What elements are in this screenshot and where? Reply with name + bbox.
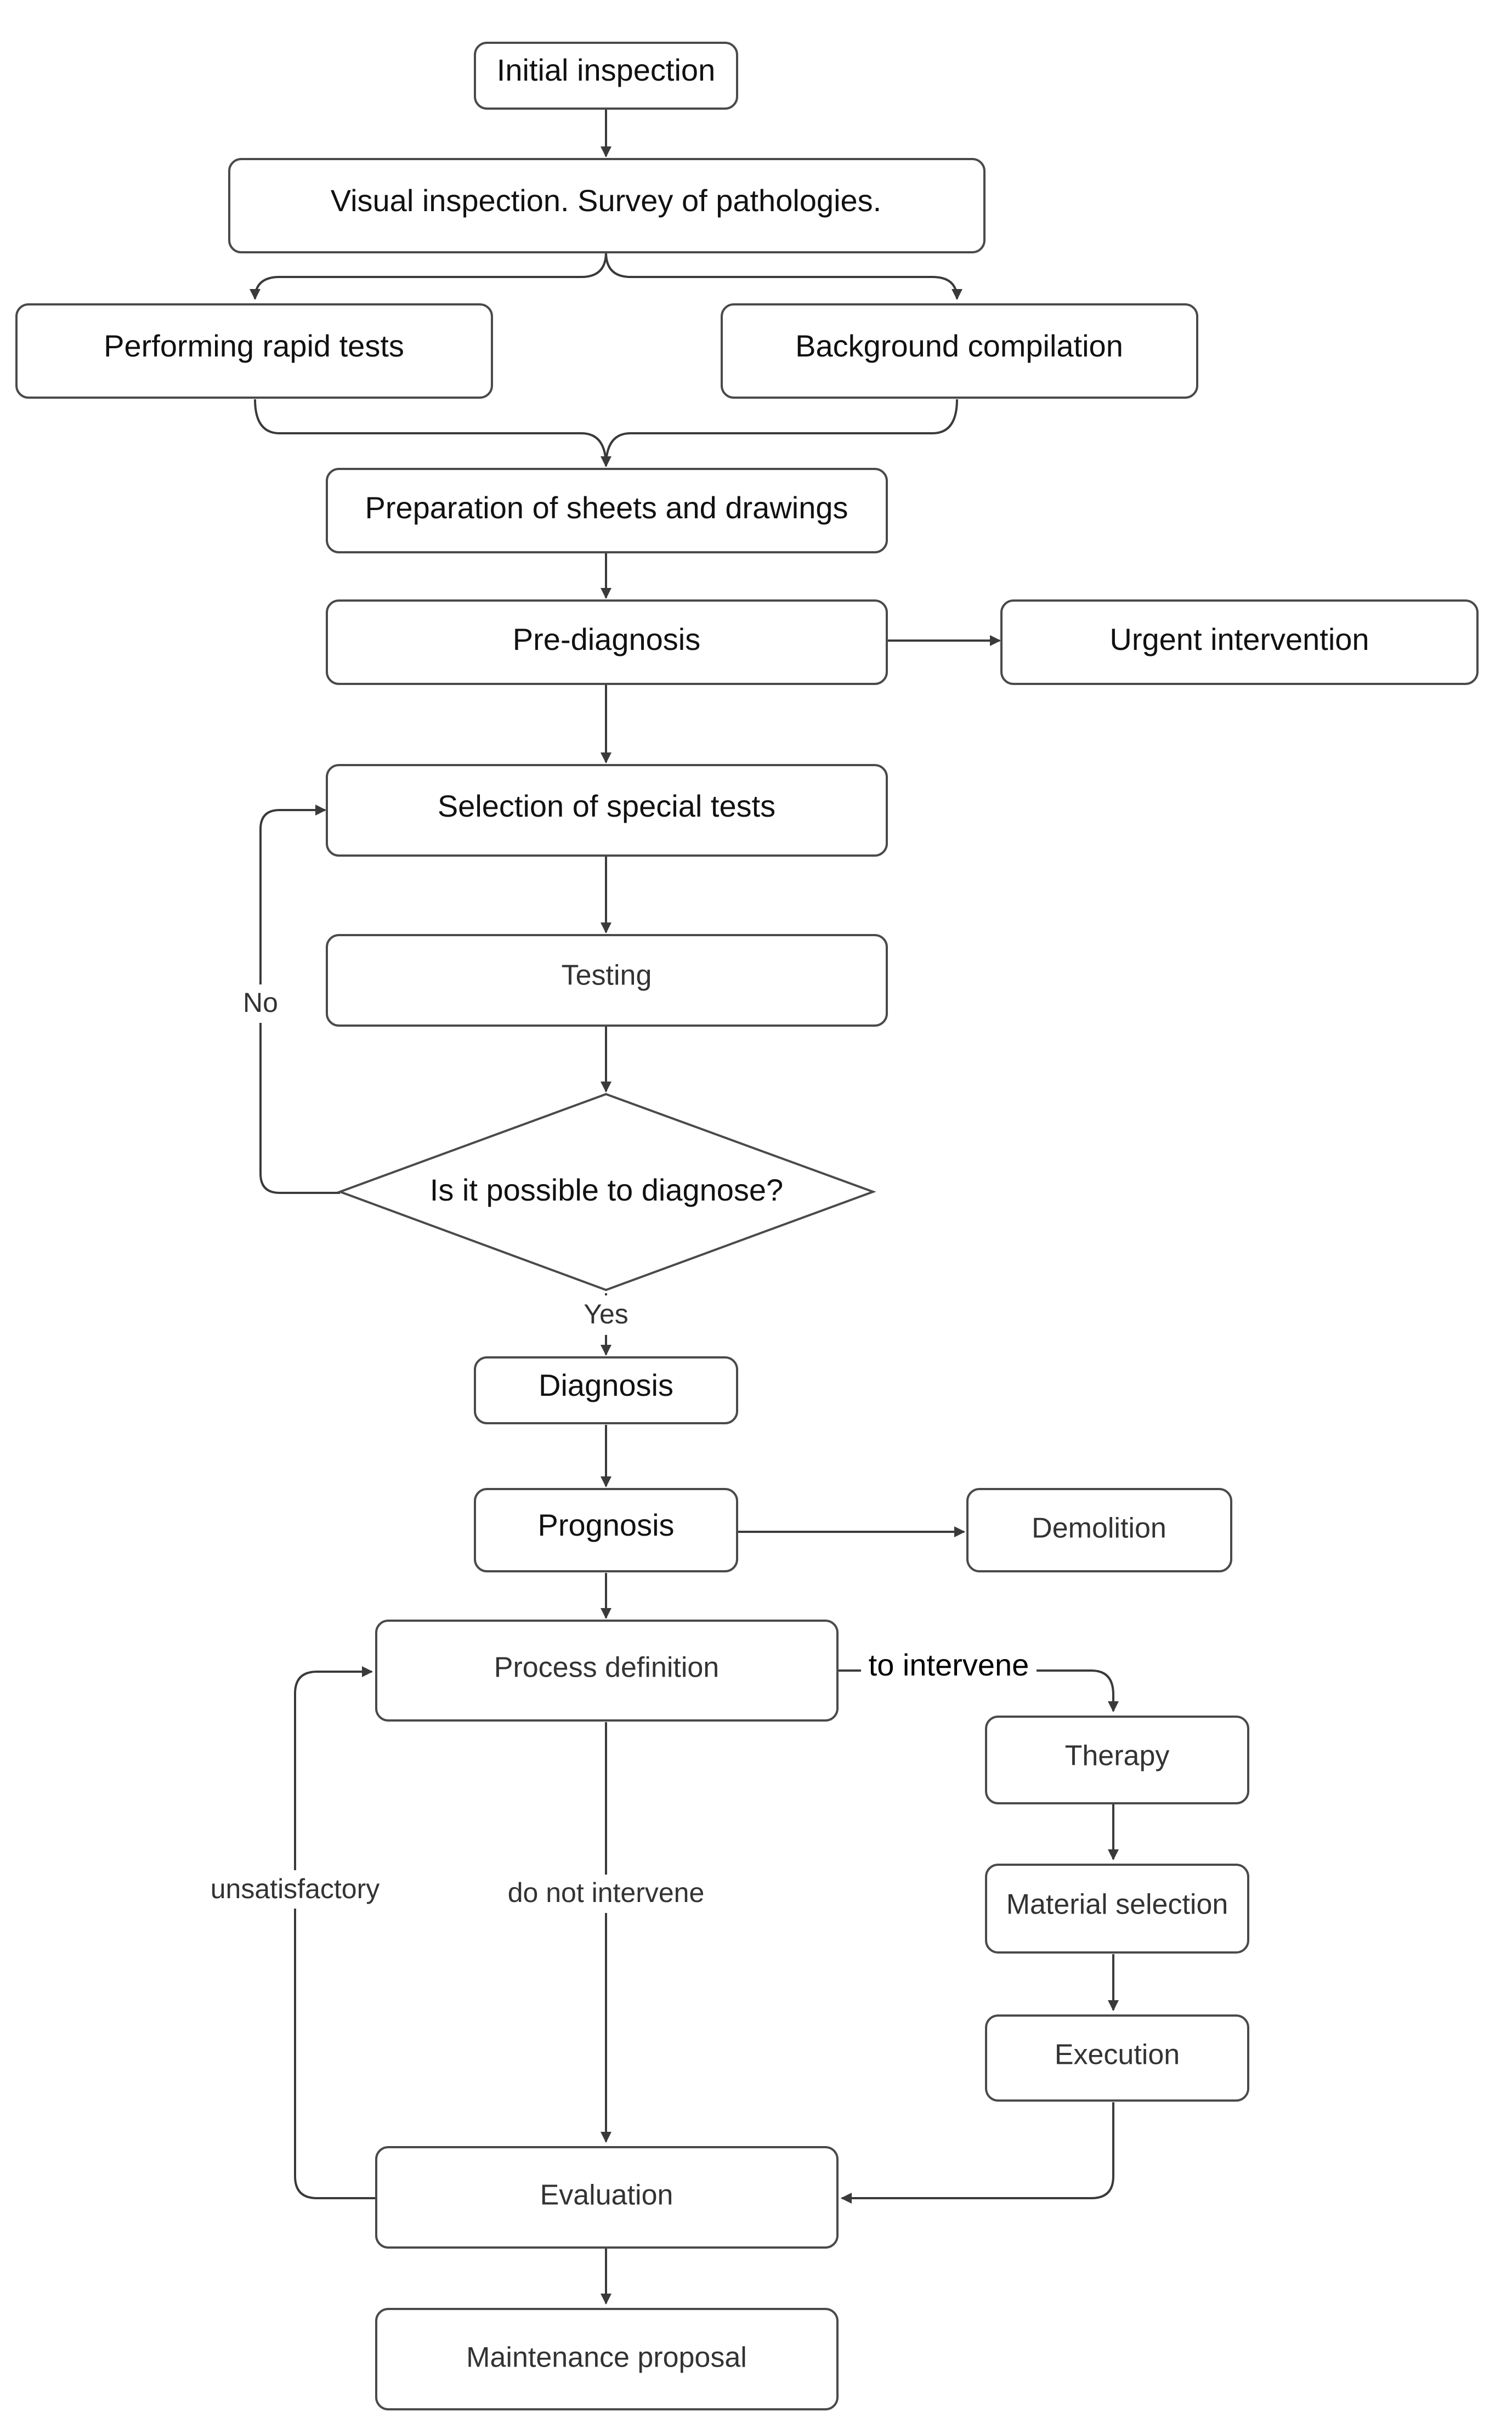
nodes: Initial inspection Visual inspection. Su…	[15, 42, 1479, 2410]
node-urgent: Urgent intervention	[1000, 599, 1479, 685]
label-unsatisfactory: unsatisfactory	[211, 1873, 380, 1904]
label-to-intervene: to intervene	[869, 1648, 1029, 1682]
node-material-selection: Material selection	[985, 1864, 1249, 1954]
label-do-not-intervene: do not intervene	[508, 1877, 705, 1908]
node-urgent-label: Urgent intervention	[1109, 622, 1369, 656]
node-decision: Is it possible to diagnose?	[337, 1093, 876, 1292]
node-execution: Execution	[985, 2014, 1249, 2102]
edge-labels: No Yes to intervene unsatisfactory do no…	[203, 984, 1029, 1913]
label-yes: Yes	[584, 1299, 628, 1329]
node-diagnosis: Diagnosis	[474, 1356, 738, 1424]
node-execution-label: Execution	[1055, 2039, 1180, 2071]
node-demolition: Demolition	[966, 1488, 1232, 1572]
node-decision-label: Is it possible to diagnose?	[430, 1173, 783, 1207]
node-selection-tests-label: Selection of special tests	[438, 789, 775, 823]
node-therapy: Therapy	[985, 1716, 1249, 1804]
node-evaluation-label: Evaluation	[540, 2180, 673, 2211]
node-prognosis-label: Prognosis	[537, 1508, 674, 1542]
node-testing-label: Testing	[562, 960, 652, 992]
node-maintenance: Maintenance proposal	[375, 2308, 839, 2410]
node-pre-diagnosis: Pre-diagnosis	[326, 599, 888, 685]
edge-background-to-preparation	[605, 399, 958, 467]
node-pre-diagnosis-label: Pre-diagnosis	[513, 622, 700, 656]
node-material-selection-label: Material selection	[1006, 1889, 1228, 1921]
node-background-label: Background compilation	[795, 329, 1123, 363]
node-visual-inspection-label: Visual inspection. Survey of pathologies…	[331, 183, 881, 218]
edge-rapid-to-preparation	[254, 399, 611, 467]
node-preparation-label: Preparation of sheets and drawings	[365, 490, 848, 525]
node-background: Background compilation	[721, 303, 1198, 399]
node-process-definition-label: Process definition	[494, 1652, 719, 1684]
edge-visual-to-background	[605, 252, 962, 300]
node-testing: Testing	[326, 934, 888, 1027]
edge-evaluation-to-process	[294, 1666, 376, 2199]
node-evaluation: Evaluation	[375, 2146, 839, 2249]
node-rapid-tests-label: Performing rapid tests	[104, 329, 404, 363]
node-demolition-label: Demolition	[1032, 1513, 1166, 1544]
node-process-definition: Process definition	[375, 1620, 839, 1722]
node-therapy-label: Therapy	[1065, 1740, 1170, 1772]
edge-process-to-therapy-cont	[1037, 1669, 1119, 1712]
label-no: No	[243, 987, 278, 1018]
node-maintenance-label: Maintenance proposal	[466, 2342, 747, 2374]
node-diagnosis-label: Diagnosis	[539, 1368, 673, 1402]
node-visual-inspection: Visual inspection. Survey of pathologies…	[228, 158, 986, 253]
node-preparation: Preparation of sheets and drawings	[326, 468, 888, 553]
node-selection-tests: Selection of special tests	[326, 764, 888, 857]
edge-execution-to-evaluation	[841, 2102, 1114, 2204]
node-initial-inspection-label: Initial inspection	[497, 53, 715, 87]
node-initial-inspection: Initial inspection	[474, 42, 738, 110]
node-prognosis: Prognosis	[474, 1488, 738, 1572]
edge-visual-to-rapid	[250, 252, 607, 300]
node-rapid-tests: Performing rapid tests	[15, 303, 493, 399]
